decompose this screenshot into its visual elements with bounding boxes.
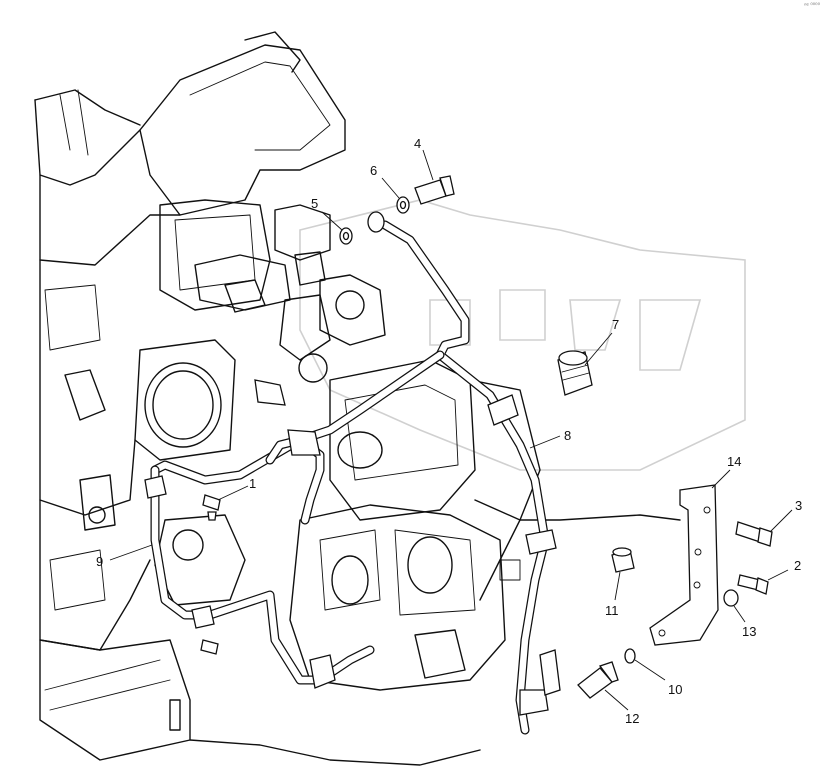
callout-1: 1 <box>249 476 256 491</box>
hose-8 <box>367 211 561 735</box>
part-6-washer <box>396 196 410 214</box>
hose-9 <box>144 350 445 689</box>
callout-3: 3 <box>795 498 802 513</box>
part-7-plug <box>557 350 593 396</box>
part-13-washer <box>723 589 739 607</box>
callout-2: 2 <box>794 558 801 573</box>
part-2-bolt <box>737 574 769 595</box>
callout-10: 10 <box>668 682 682 697</box>
part-4-banjo-bolt <box>414 175 455 205</box>
part-12-fitting <box>577 661 619 699</box>
callout-14: 14 <box>727 454 741 469</box>
callout-4: 4 <box>414 136 421 151</box>
callout-7: 7 <box>612 317 619 332</box>
leader-lines <box>109 149 793 711</box>
part-11-fitting <box>611 547 635 573</box>
callout-6: 6 <box>370 163 377 178</box>
callout-5: 5 <box>311 196 318 211</box>
callout-12: 12 <box>625 711 639 726</box>
part-1-bolt-lower <box>200 639 219 655</box>
callout-9: 9 <box>96 554 103 569</box>
engine-block <box>34 31 681 766</box>
part-5-washer <box>339 227 353 245</box>
part-3-bolt <box>735 521 773 547</box>
part-14-bracket <box>649 484 719 646</box>
watermark-logo <box>299 199 746 471</box>
callout-11: 11 <box>605 603 619 618</box>
corner-mark: ⁿᵉ ⁰⁰⁰⁰ <box>804 3 820 9</box>
part-1-bolt <box>202 494 221 521</box>
callout-8: 8 <box>564 428 571 443</box>
part-10-o-ring <box>624 648 636 664</box>
callout-labels: 1 2 3 4 5 6 7 8 9 10 11 12 13 14 <box>96 136 802 726</box>
callout-13: 13 <box>742 624 756 639</box>
